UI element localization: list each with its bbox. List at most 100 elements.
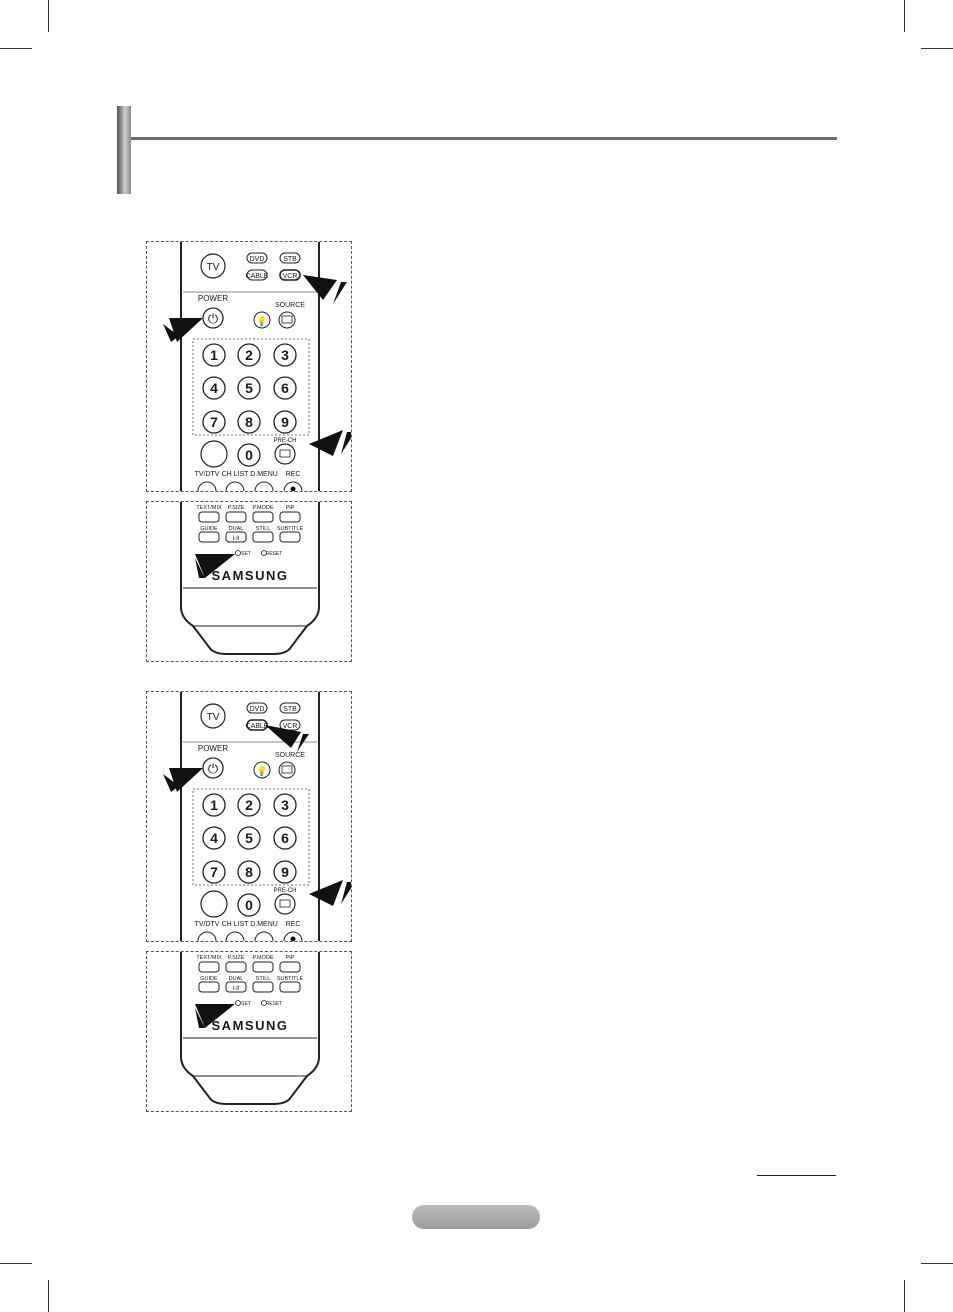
rec-dot-icon [290, 936, 296, 941]
digit-label: 5 [245, 380, 253, 396]
pointer-arrow-icon [333, 282, 347, 304]
function-button-label: STILL [256, 526, 271, 532]
samsung-logo: SAMSUNG [212, 568, 289, 583]
power-label: POWER [198, 294, 228, 303]
digit-label: 9 [281, 414, 289, 430]
digit-button-3 [273, 343, 297, 367]
function-button-label: STILL [256, 976, 271, 982]
digit-label: 8 [245, 414, 253, 430]
function-button [225, 531, 247, 543]
header-rule [131, 137, 837, 140]
footer-rule [757, 1175, 836, 1176]
lower-button [225, 931, 245, 941]
reset-hole [261, 550, 267, 556]
mode-button-stb [279, 702, 301, 714]
tv-mode-button [200, 253, 226, 279]
function-button-label: P.SIZE [228, 505, 245, 511]
function-button [225, 981, 247, 993]
digit-label: 6 [281, 830, 289, 846]
prech-button [274, 893, 296, 915]
pointer-arrow-icon [195, 554, 235, 578]
function-button-label: PIP [286, 505, 295, 511]
digit-button-2 [237, 343, 261, 367]
pointer-arrow-icon [341, 432, 351, 454]
samsung-logo: SAMSUNG [212, 1018, 289, 1033]
light-button [253, 311, 271, 329]
mode-button-label: VCR [283, 273, 298, 280]
function-button [198, 961, 220, 973]
lower-button-label: REC [286, 471, 301, 478]
lower-button-label: D.MENU [250, 471, 278, 478]
lower-button-label: D.MENU [250, 921, 278, 928]
digit-label: 7 [210, 864, 218, 880]
mode-button-label: VCR [283, 723, 298, 730]
function-button [252, 531, 274, 543]
digit-button-4 [202, 376, 226, 400]
crop-mark [921, 1263, 953, 1264]
mode-button-label: CABLE [246, 723, 269, 730]
mode-button-label: DVD [250, 706, 265, 713]
digit-button-9 [273, 860, 297, 884]
crop-mark [48, 0, 49, 32]
lower-button-label: CH LIST [222, 921, 250, 928]
number-pad-group [192, 338, 310, 436]
pointer-arrow-icon [195, 1008, 205, 1028]
mode-button-label: STB [283, 256, 297, 263]
digit-button-4 [202, 826, 226, 850]
prech-button [274, 443, 296, 465]
crop-mark [0, 48, 32, 49]
source-icon [281, 765, 293, 774]
source-label: SOURCE [275, 752, 305, 759]
function-button-label: GUIDE [200, 976, 218, 982]
function-button-label: SUBTITLE [277, 526, 304, 532]
digit-button-1 [202, 343, 226, 367]
power-icon: ⏻ [208, 761, 218, 776]
bulb-icon: 💡 [256, 315, 267, 326]
mode-button-cable [246, 269, 268, 281]
function-button-label: SUBTITLE [277, 976, 304, 982]
function-button-label: P.MODE [253, 505, 274, 511]
reset-hole [261, 1000, 267, 1006]
digit-label: 6 [281, 380, 289, 396]
function-button [198, 531, 220, 543]
function-button-label: P.MODE [253, 955, 274, 961]
dual-glyph: I-II [233, 986, 240, 992]
pointer-arrow-icon [265, 725, 301, 748]
digit-label: 1 [210, 347, 218, 363]
set-hole [235, 1000, 241, 1006]
lower-button [225, 481, 245, 491]
digit-label: 1 [210, 797, 218, 813]
digit-button-3 [273, 793, 297, 817]
digit-button-5 [237, 826, 261, 850]
mode-button-stb [279, 252, 301, 264]
function-button [252, 981, 274, 993]
digit-label: 7 [210, 414, 218, 430]
minus-button [200, 440, 228, 468]
digit-label: 2 [245, 797, 253, 813]
rec-dot-icon [290, 486, 296, 491]
light-button [253, 761, 271, 779]
lower-button [254, 931, 274, 941]
function-button [225, 961, 247, 973]
mode-button-label: CABLE [246, 273, 269, 280]
lower-button-label: TV/DTV [195, 921, 220, 928]
pointer-arrow-icon [297, 734, 309, 752]
function-button-label: TEXT/MIX [196, 505, 222, 511]
number-pad-group [192, 788, 310, 886]
remote-body-outline [180, 952, 320, 1105]
reset-label: RESET [266, 1001, 283, 1007]
digit-label: 5 [245, 830, 253, 846]
lower-button [197, 931, 217, 941]
mode-button-label: DVD [250, 256, 265, 263]
digit-label: 9 [281, 864, 289, 880]
dual-glyph: I-II [233, 536, 240, 542]
bulb-icon: 💡 [256, 765, 267, 776]
function-button [252, 961, 274, 973]
digit-button-6 [273, 826, 297, 850]
digit-button-0 [237, 443, 261, 467]
